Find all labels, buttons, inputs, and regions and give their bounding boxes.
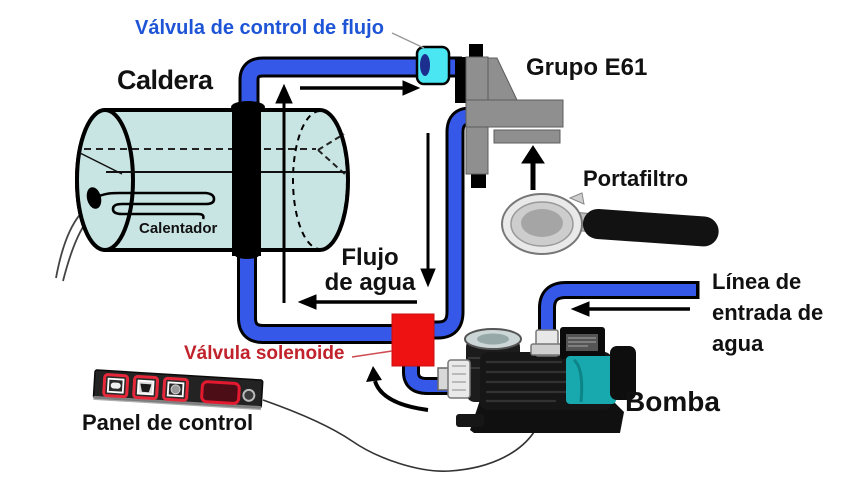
e61-inlet-connector [455, 57, 468, 103]
pump-side-inlet-fitting [447, 359, 471, 399]
portafilter-illustration [501, 192, 719, 255]
label-heater: Calentador [139, 220, 218, 237]
pipe-solenoid-to-pump [402, 358, 452, 395]
arrow-up-portafilter [521, 145, 545, 190]
arrow-left-inlet [570, 301, 690, 317]
boiler-rear-rim-dashed [292, 110, 348, 250]
pump-teal-band [566, 356, 616, 404]
label-water-flow: Flujo de agua [324, 244, 416, 296]
portafilter-handle [582, 209, 719, 247]
solenoid-valve-shape [351, 313, 435, 367]
panel-button-large-cup [132, 374, 160, 401]
arrow-left-water-flow [297, 294, 417, 310]
pipe-boiler-to-solenoid [237, 248, 396, 344]
pipe-water-inlet [538, 281, 700, 344]
e61-group-illustration [455, 44, 564, 188]
boiler-illustration [75, 101, 350, 259]
flow-valve-leader-line [391, 32, 425, 49]
boiler-front-face [75, 108, 135, 252]
arrow-down-beside-e61 [420, 133, 436, 288]
label-solenoid-valve: Válvula solenoide [184, 343, 345, 364]
label-pump: Bomba [625, 386, 720, 417]
arrow-up-from-boiler [275, 83, 293, 303]
boiler-band [232, 107, 261, 256]
pipe-boiler-to-valve [238, 56, 462, 104]
label-control-panel: Panel de control [82, 410, 254, 435]
label-portafilter: Portafiltro [583, 166, 689, 191]
arrow-right-to-valve [300, 80, 421, 96]
label-boiler: Caldera [117, 65, 213, 95]
pipe-e61-to-solenoid [428, 106, 471, 340]
panel-display [200, 380, 241, 405]
panel-button-small-cup [102, 373, 130, 399]
label-flow-control-valve: Válvula de control de flujo [135, 17, 384, 39]
flow-control-valve-shape [391, 32, 451, 86]
control-panel-illustration [92, 369, 264, 411]
label-group-e61: Grupo E61 [526, 54, 648, 81]
panel-button-steam [162, 376, 190, 402]
panel-round-button [242, 388, 256, 402]
pump-illustration [437, 327, 636, 433]
label-water-inlet-line: Línea de entrada de agua [712, 269, 824, 356]
heater-element [86, 187, 216, 220]
arrow-curved-to-solenoid [366, 366, 429, 412]
solenoid-leader-line [351, 350, 393, 358]
